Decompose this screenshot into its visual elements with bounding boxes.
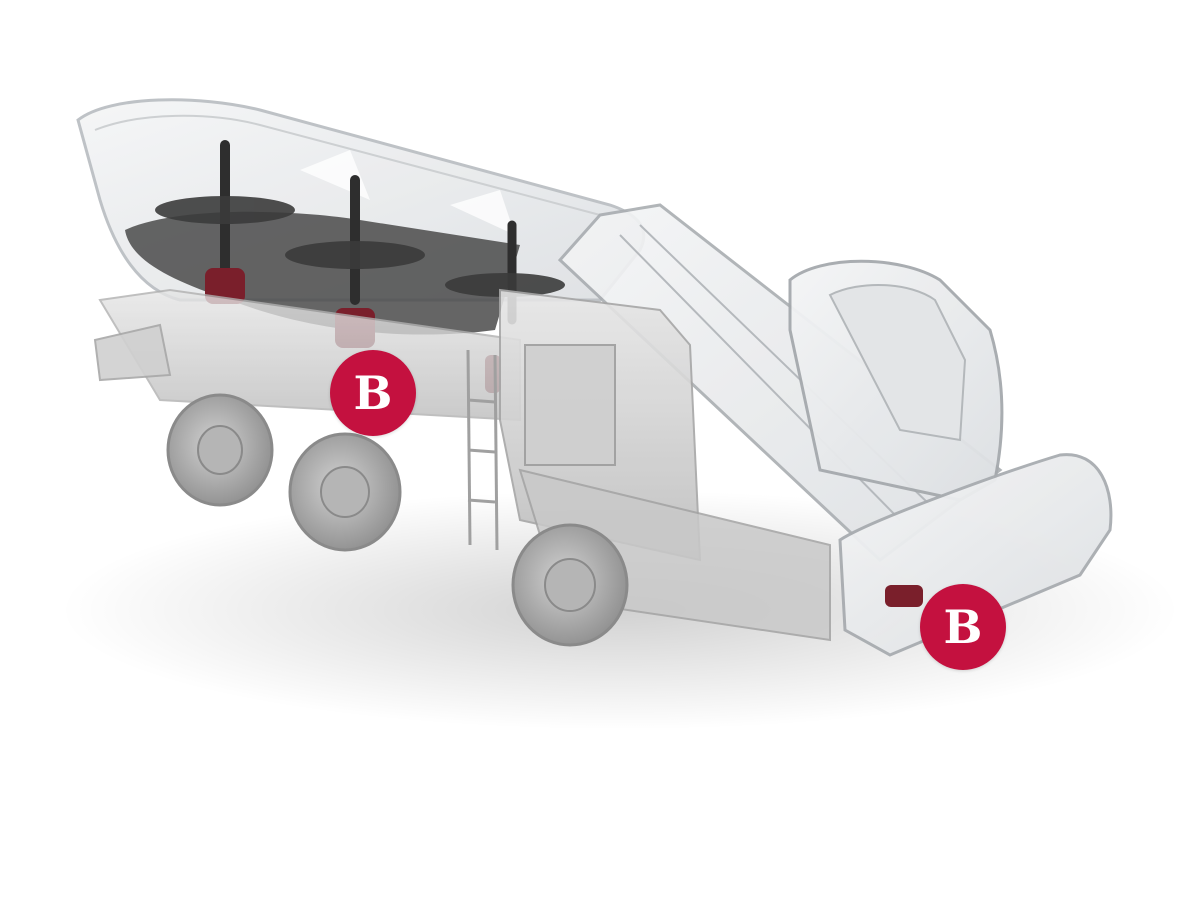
front-damper <box>885 585 923 607</box>
cabin-window <box>828 283 967 442</box>
callout-marker-b-front: B <box>920 584 1006 670</box>
ladder <box>466 349 499 551</box>
callout-marker-b-rear: B <box>330 350 416 436</box>
rear-bumper <box>93 323 172 382</box>
radiator-grille <box>524 344 616 466</box>
auger-blades <box>155 196 565 297</box>
wheels <box>166 393 629 647</box>
